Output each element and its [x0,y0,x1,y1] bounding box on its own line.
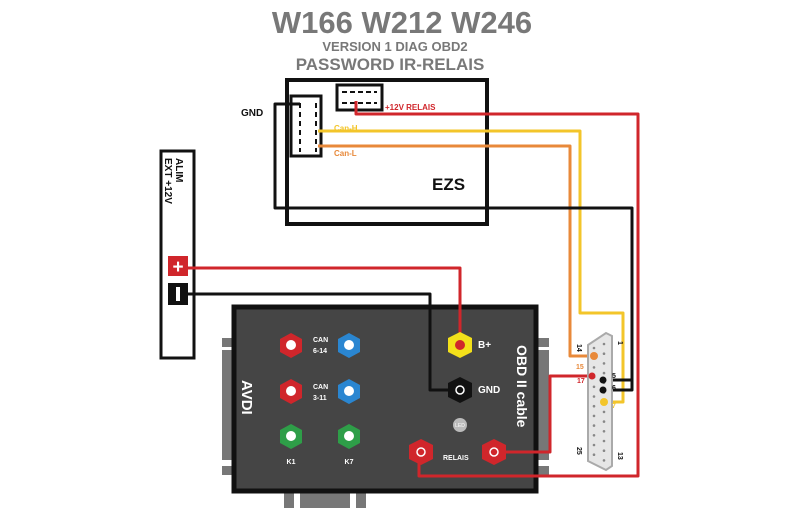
relay-connector [335,83,384,112]
relay-label: +12V RELAIS [385,103,436,112]
wire-power-plus [188,266,462,345]
led-label: LED [455,423,465,429]
db25-pin [592,434,596,437]
k7-label: K7 [345,459,354,466]
can-6-14-blue-port [338,333,360,358]
db25-pin [602,430,606,433]
pin-6-dot [599,386,607,394]
avdi-label: AVDI [238,380,255,415]
can-3-11-red-port [280,379,302,404]
k1-port [280,424,302,449]
can1-pins: 6-14 [313,348,327,355]
pin-5-dot [599,376,607,384]
db25-pin [592,346,596,350]
gnd-port-label: GND [478,385,500,396]
wire-can-l [318,144,594,358]
avdi-interface: AVDI OBD II cable CAN 6-14 CAN 3-11 K1 K… [222,304,549,508]
k1-label: K1 [287,459,296,466]
db25-pin [602,410,606,414]
bplus-label: B+ [478,340,491,351]
pin-17-dot [588,372,596,380]
db25-pin [602,342,606,346]
can-6-14-red-port [280,333,302,358]
wire-can-h [318,129,625,404]
pin-13-label: 13 [616,452,623,460]
db25-pin [592,424,596,427]
k7-port [338,424,360,449]
wire-power-minus [188,292,460,392]
ezs-label: EZS [432,175,465,194]
alim-label: ALIM [173,158,184,182]
db25-pin [592,404,596,408]
db25-connector: 1 13 14 25 15 17 5 6 7 [575,331,623,472]
db25-pin [592,443,596,447]
relais-label: RELAIS [443,455,469,462]
canl-label: Can-L [334,149,357,158]
pin-1-label: 1 [616,341,623,345]
db25-pin [602,420,606,423]
db25-pin [592,414,596,418]
db25-pin [592,385,596,389]
canh-label: Can-H [334,124,358,133]
wire-relais-pin17 [494,374,592,454]
db25-pin [602,459,606,462]
wire-12v-relais [354,101,640,478]
wire-ezs-gnd [273,102,634,392]
title: W166 W212 W246 [272,5,532,40]
db25-pin [592,366,596,369]
db25-pin [592,453,596,457]
db25-pin [602,352,606,356]
relais-terminal-left [409,439,433,465]
ezs-connector [289,94,323,158]
pin-14-label: 14 [575,344,582,352]
pin-15-label: 15 [576,364,584,371]
power-supply: ALIM EXT +12V + [159,149,196,360]
can2-pins: 3-11 [313,395,327,402]
pin-15-dot [590,352,598,360]
ext-12v-label: EXT +12V [162,158,173,204]
db25-pin [602,449,606,453]
bplus-terminal [448,332,472,358]
pin-25-label: 25 [575,447,582,455]
pin-5-label: 5 [612,373,616,380]
led-indicator [453,418,467,432]
can-3-11-blue-port [338,379,360,404]
db25-pin [592,395,596,398]
gnd-terminal [448,377,472,403]
subtitle-version: VERSION 1 DIAG OBD2 [322,39,467,54]
obd-cable-label: OBD II cable [514,345,530,428]
plus-sign: + [172,257,183,278]
subtitle-password: PASSWORD IR-RELAIS [296,55,485,74]
can2-label: CAN [313,384,328,391]
wires [188,101,640,478]
relais-terminal-right [482,439,506,465]
pin-17-label: 17 [577,378,585,385]
pin-7-label: 7 [612,403,616,410]
ezs-module: EZS GND +12V RELAIS Can-H Can-L [241,78,489,226]
db25-pin [602,371,606,375]
db25-pin [602,362,606,365]
gnd-label: GND [241,108,263,119]
pin-6-label: 6 [612,385,616,392]
can1-label: CAN [313,337,328,344]
db25-pin [602,439,606,443]
plus-terminal [168,256,188,276]
pin-7-dot [600,398,608,406]
